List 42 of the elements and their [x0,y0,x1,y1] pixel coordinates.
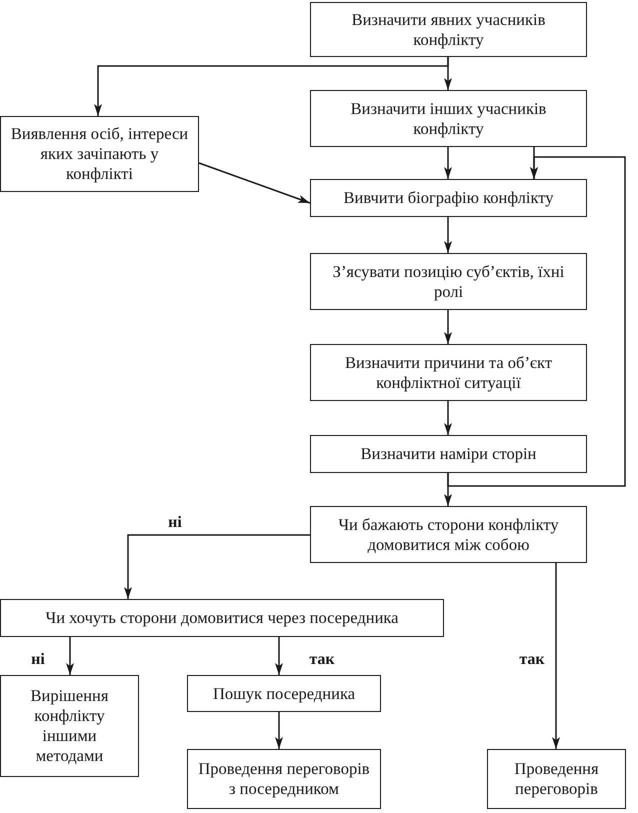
arrow [447,156,626,487]
arrow [444,401,452,435]
node-label: Визначити причини та об’єкт конфліктної ситуації [344,352,554,392]
decision-box [0,599,444,637]
node-label: Проведення переговорів [513,759,600,799]
process-box [310,344,587,401]
decision-box [310,506,587,563]
arrow [444,217,452,253]
process-box [187,675,381,712]
process-box [0,675,139,777]
edge-label: так [519,651,545,669]
arrow [275,637,283,675]
edge-label: ні [31,651,45,669]
node-label: Визначити наміри сторін [360,444,536,464]
node-label: Вирішення конфлікту іншими методами [30,686,110,766]
process-box [187,749,381,809]
process-box [0,116,199,192]
node-label: Чи бажають сторони конфлікту домовитися між собою [337,514,560,554]
arrow [198,162,310,204]
process-box [310,253,587,310]
node-label: Вивчити біографію конфлікту [344,188,554,208]
edge-label: ні [168,514,182,532]
node-label: Виявлення осіб, інтереси яких зачіпають у конфлікті [10,124,190,184]
node-label: З’ясувати позицію суб’єктів, їхні ролі [332,262,566,302]
node-label: Визначити явних учасників конфлікту [350,10,546,50]
process-box [310,2,587,57]
node-label: Визначити інших учасників конфлікту [350,98,548,138]
arrow [552,563,560,749]
edge-label: так [309,651,335,669]
arrow [66,637,74,675]
process-box [310,179,587,217]
arrow [444,310,452,344]
process-box [310,90,587,147]
arrow [275,712,283,749]
arrow [444,147,452,179]
process-box [487,749,626,809]
process-box [310,435,587,473]
node-label: Пошук посередника [212,684,356,704]
arrow [94,57,449,116]
arrow [124,534,310,599]
node-label: Чи хочуть сторони домовитися через посередника [46,608,398,628]
node-label: Проведення переговорів з посередником [197,759,371,799]
